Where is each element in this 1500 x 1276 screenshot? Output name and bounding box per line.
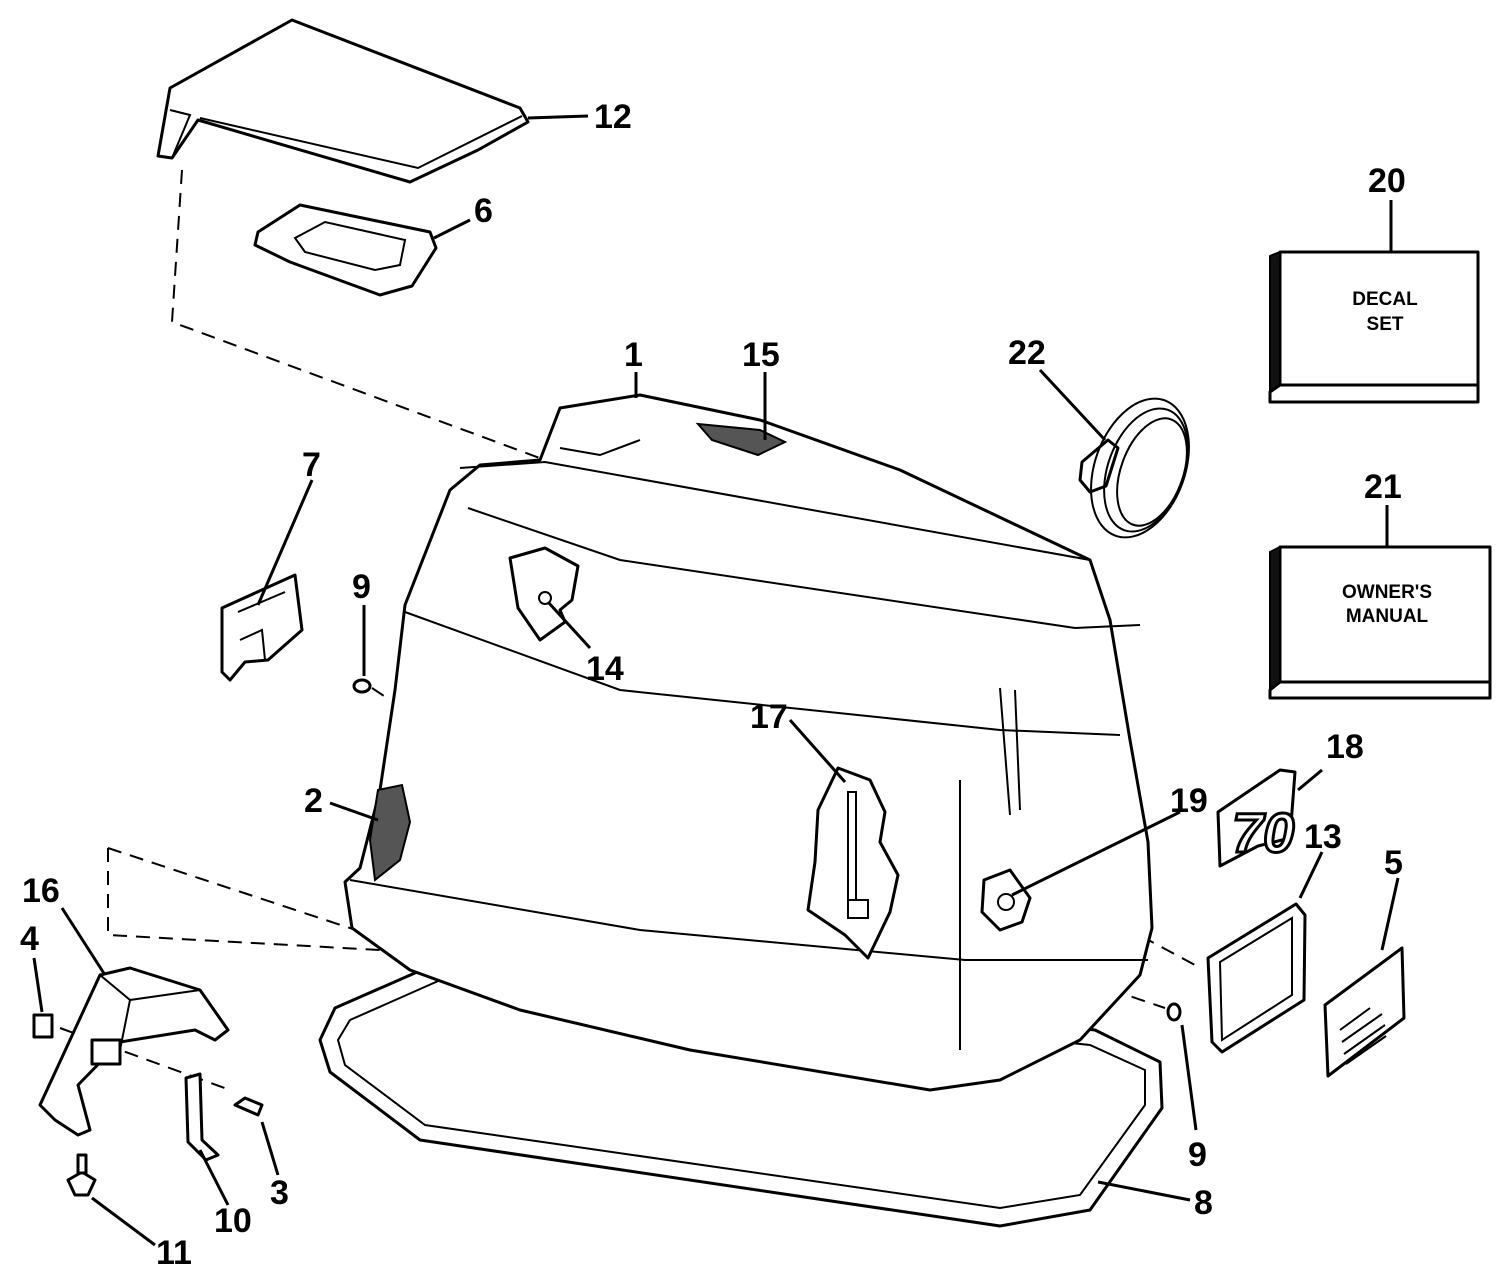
callout-19: 19 [1170, 782, 1208, 820]
part-13-plate [1206, 902, 1307, 1054]
part-17-clip [806, 766, 900, 960]
part-6-ring [253, 203, 438, 297]
part-7-latch [220, 573, 304, 682]
callout-13: 13 [1304, 818, 1342, 856]
part-3-screw [233, 1096, 264, 1117]
callout-16: 16 [22, 872, 60, 910]
callout-9-left: 9 [352, 568, 371, 606]
callout-6: 6 [474, 192, 493, 230]
callout-18: 18 [1326, 728, 1364, 766]
part-2-pad [368, 783, 412, 882]
callout-1: 1 [624, 336, 643, 374]
callout-9-right: 9 [1188, 1136, 1207, 1174]
callout-22: 22 [1008, 334, 1046, 372]
callout-21: 21 [1364, 468, 1402, 506]
callout-2: 2 [304, 782, 323, 820]
callout-20: 20 [1368, 162, 1406, 200]
callout-15: 15 [742, 336, 780, 374]
callout-10: 10 [214, 1202, 252, 1240]
callout-17: 17 [750, 698, 788, 736]
leader-lines [32, 114, 1400, 1247]
callout-14: 14 [586, 650, 624, 688]
owners-manual-box: OWNER'S MANUAL [1268, 545, 1492, 700]
decal-label-line1: DECAL [1352, 289, 1418, 310]
callout-11: 11 [156, 1234, 192, 1272]
callout-3: 3 [270, 1174, 289, 1212]
part-16-bracket [38, 966, 230, 1137]
part-22-lanyard [1078, 397, 1190, 539]
part-19-grommet [980, 868, 1032, 932]
emblem-text: 70 [1232, 801, 1294, 864]
callout-numbers: 12 6 1 15 22 20 21 7 9 14 17 2 19 18 13 … [20, 98, 1406, 1272]
part-9-screw-right [1166, 1002, 1182, 1022]
engine-cover [343, 393, 1154, 1092]
callout-7: 7 [302, 446, 321, 484]
decal-label-line2: SET [1367, 314, 1404, 335]
part-4-nut [32, 1013, 54, 1039]
callout-12: 12 [594, 98, 632, 136]
part-10-clip [184, 1072, 220, 1162]
manual-label-line2: MANUAL [1346, 606, 1429, 627]
part-11-fastener [66, 1153, 97, 1197]
part-15-vent [695, 422, 788, 457]
part-18-emblem: 70 [1216, 768, 1297, 868]
manual-label-line1: OWNER'S [1342, 582, 1432, 603]
callout-5: 5 [1384, 844, 1403, 882]
part-5-label [1323, 946, 1406, 1078]
part-12-top-cover [156, 18, 530, 184]
callout-4: 4 [20, 920, 39, 958]
decal-set-box: DECAL SET [1268, 250, 1480, 404]
part-9-screw-left [352, 678, 372, 694]
callout-8: 8 [1194, 1184, 1213, 1222]
